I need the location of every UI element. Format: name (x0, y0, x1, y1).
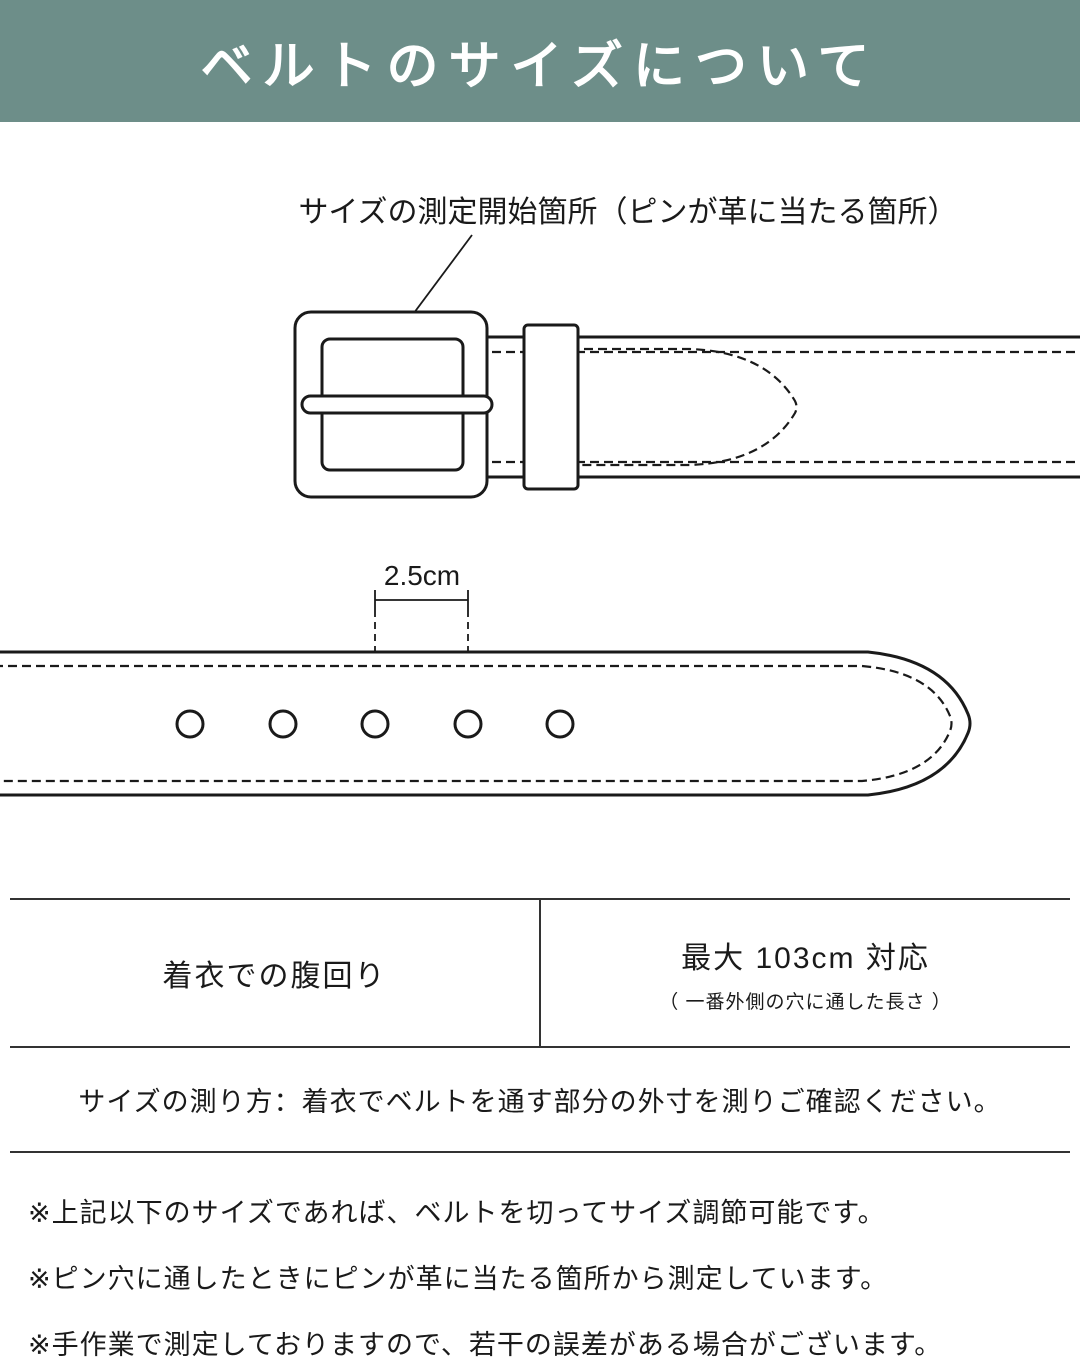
belt-hole-1 (175, 709, 205, 739)
belt-tip-diagram: 2.5cm (0, 542, 1080, 840)
tucked-tip-outline (556, 347, 798, 467)
belt-hole-3 (360, 709, 390, 739)
belt-hole-4 (453, 709, 483, 739)
note-item: ※上記以下のサイズであれば、ベルトを切ってサイズ調節可能です。 (28, 1198, 886, 1228)
max-size-note: （ 一番外側の穴に通した長さ ） (659, 991, 952, 1013)
hole-spacing-label: 2.5cm (384, 560, 460, 591)
spec-max-size-cell: 最大 103cm 対応 （ 一番外側の穴に通した長さ ） (539, 900, 1070, 1046)
max-size-value: 最大 103cm 対応 (681, 941, 930, 975)
spec-girth-cell: 着衣での腹回り (10, 900, 539, 1046)
buckle-pin (300, 394, 494, 415)
page-header: ベルトのサイズについて (0, 0, 1080, 122)
belt-hole-2 (268, 709, 298, 739)
belt-hole-5 (545, 709, 575, 739)
belt-stitch (0, 664, 953, 783)
notes-list: ※上記以下のサイズであれば、ベルトを切ってサイズ調節可能です。 ※ピン穴に通した… (0, 1153, 1080, 1362)
belt-tip-canvas: 2.5cm (0, 560, 972, 797)
belt-body (0, 650, 972, 797)
note-item: ※手作業で測定しておりますので、若干の誤差がある場合がございます。 (28, 1330, 943, 1360)
buckle-diagram: サイズの測定開始箇所（ピンが革に当たる箇所） (0, 122, 1080, 542)
buckle-diagram-canvas: サイズの測定開始箇所（ピンが革に当たる箇所） (293, 196, 1080, 499)
girth-label: 着衣での腹回り (162, 960, 387, 993)
measure-start-annotation: サイズの測定開始箇所（ピンが革に当たる箇所） (298, 196, 957, 229)
note-item: ※ピン穴に通したときにピンが革に当たる箇所から測定しています。 (28, 1264, 889, 1294)
page-title: ベルトのサイズについて (200, 37, 880, 96)
measuring-instruction: サイズの測り方：着衣でベルトを通す部分の外寸を測りご確認ください。 (10, 1048, 1070, 1153)
belt-keeper (522, 323, 580, 491)
spec-table: 着衣での腹回り 最大 103cm 対応 （ 一番外側の穴に通した長さ ） (10, 898, 1070, 1048)
